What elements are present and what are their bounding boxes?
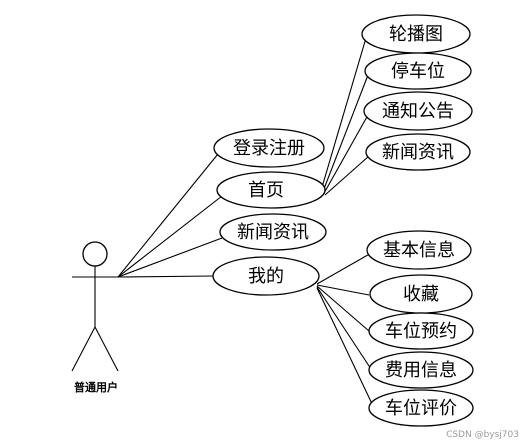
use-case-news-home: 新闻资讯 — [365, 133, 471, 171]
use-case-review-label: 车位评价 — [385, 398, 457, 419]
use-case-favorites: 收藏 — [369, 274, 473, 314]
actor-figure: 普通用户 — [71, 241, 120, 394]
assoc-news-main — [117, 237, 223, 278]
use-case-mine: 我的 — [212, 256, 320, 296]
link-mine-favorites — [316, 284, 370, 296]
use-case-login-label: 登录注册 — [233, 138, 305, 159]
use-case-news-home-label: 新闻资讯 — [382, 142, 454, 163]
use-case-news-main-label: 新闻资讯 — [237, 222, 309, 243]
actor-associations — [117, 153, 223, 278]
assoc-home — [117, 195, 223, 278]
use-case-reservation-label: 车位预约 — [385, 321, 457, 342]
actor-left-leg — [71, 326, 96, 372]
use-case-reservation: 车位预约 — [368, 312, 474, 350]
assoc-mine — [117, 275, 214, 278]
use-case-home: 首页 — [216, 171, 326, 209]
home-branch-lines — [319, 37, 370, 196]
use-case-parking-label: 停车位 — [391, 61, 445, 82]
use-case-carousel: 轮播图 — [361, 14, 471, 54]
use-case-notice-label: 通知公告 — [382, 101, 454, 122]
use-case-fee-info-label: 费用信息 — [385, 360, 457, 381]
use-case-favorites-label: 收藏 — [403, 284, 439, 305]
actor-head — [82, 241, 108, 267]
use-case-basic-info: 基本信息 — [366, 230, 472, 270]
use-case-mine-label: 我的 — [248, 266, 284, 287]
mine-branch-lines — [316, 251, 375, 409]
link-mine-fee-info — [316, 286, 372, 370]
use-case-carousel-label: 轮播图 — [389, 24, 443, 45]
use-case-news-main: 新闻资讯 — [219, 213, 327, 251]
link-mine-review — [316, 287, 375, 409]
use-case-review: 车位评价 — [368, 389, 474, 427]
use-case-basic-info-label: 基本信息 — [383, 240, 455, 261]
link-home-carousel — [319, 37, 367, 195]
actor-label: 普通用户 — [74, 380, 118, 394]
use-case-fee-info: 费用信息 — [368, 351, 474, 389]
actor-right-leg — [94, 326, 119, 372]
link-mine-reservation — [316, 285, 370, 332]
link-home-parking — [321, 74, 369, 195]
link-home-news — [324, 155, 370, 196]
use-case-notice: 通知公告 — [363, 91, 473, 131]
watermark: CSDN @bysj703 — [446, 430, 519, 440]
use-case-login: 登录注册 — [213, 128, 325, 168]
link-home-notice — [322, 114, 369, 196]
link-mine-basic-info — [316, 251, 374, 285]
assoc-login — [117, 153, 219, 278]
use-case-home-label: 首页 — [248, 180, 284, 201]
use-case-parking: 停车位 — [364, 52, 472, 90]
